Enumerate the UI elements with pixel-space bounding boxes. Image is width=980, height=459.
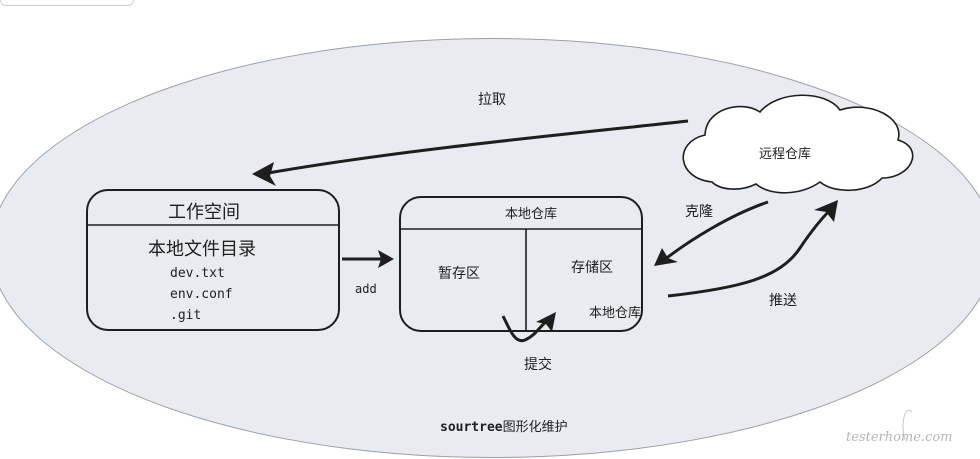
remote-repo-label: 远程仓库 [759,147,812,162]
file-item: dev.txt [170,266,225,281]
clone-label: 克隆 [685,204,713,220]
storage-area-label: 存储区 [571,260,613,276]
caption-tool-name: sourtree [440,420,503,435]
caption-text: 图形化维护 [502,420,568,435]
commit-arrow-head [536,312,556,332]
clone-arrow-line [663,200,769,262]
local-repo-title: 本地仓库 [505,207,558,222]
caption: sourtree图形化维护 [440,416,568,435]
local-repo-box [399,196,643,332]
pull-arrow-head [252,162,276,186]
staging-area-label: 暂存区 [438,266,480,282]
add-arrow-head [378,250,394,268]
file-item: .git [170,308,202,323]
commit-arrow-line [501,315,549,343]
commit-label: 提交 [524,357,552,373]
clone-arrow-head [654,248,678,266]
push-arrow-line [667,206,834,298]
push-label: 推送 [769,293,797,309]
pull-arrow-line [267,119,689,175]
file-item: env.conf [170,287,233,302]
add-label: add [355,282,377,296]
push-arrow-head [814,200,838,222]
watermark: testerhome.com [846,430,953,445]
workspace-title: 工作空间 [168,202,240,223]
pull-label: 拉取 [478,92,506,108]
workspace-box [86,189,340,331]
watermark-swash [902,409,913,441]
local-repo-inner-label: 本地仓库 [589,306,642,321]
local-dir-title: 本地文件目录 [148,239,256,260]
cloud-shape [682,94,914,194]
